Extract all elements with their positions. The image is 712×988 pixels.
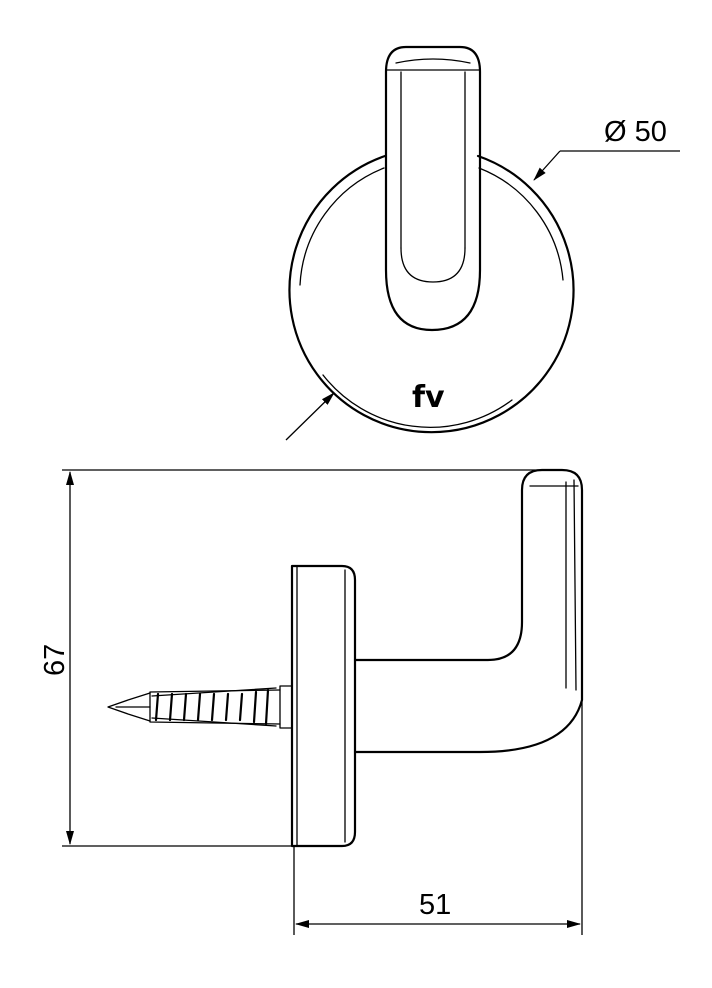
rosette-disc: [288, 154, 575, 434]
hook-front: [384, 45, 482, 332]
front-view: fv Ø 50: [285, 45, 680, 441]
wall-plate: [290, 564, 357, 848]
depth-dimension: [293, 700, 583, 935]
fv-logo: fv: [412, 380, 445, 415]
wall-anchor: [107, 685, 293, 729]
height-dimension: [62, 469, 560, 847]
hook-profile: [353, 468, 584, 754]
depth-label: 51: [419, 889, 451, 921]
height-label: 67: [39, 644, 71, 676]
side-view: 67 51: [39, 468, 584, 935]
diameter-leader: [285, 150, 680, 441]
diameter-label: Ø 50: [604, 116, 667, 148]
